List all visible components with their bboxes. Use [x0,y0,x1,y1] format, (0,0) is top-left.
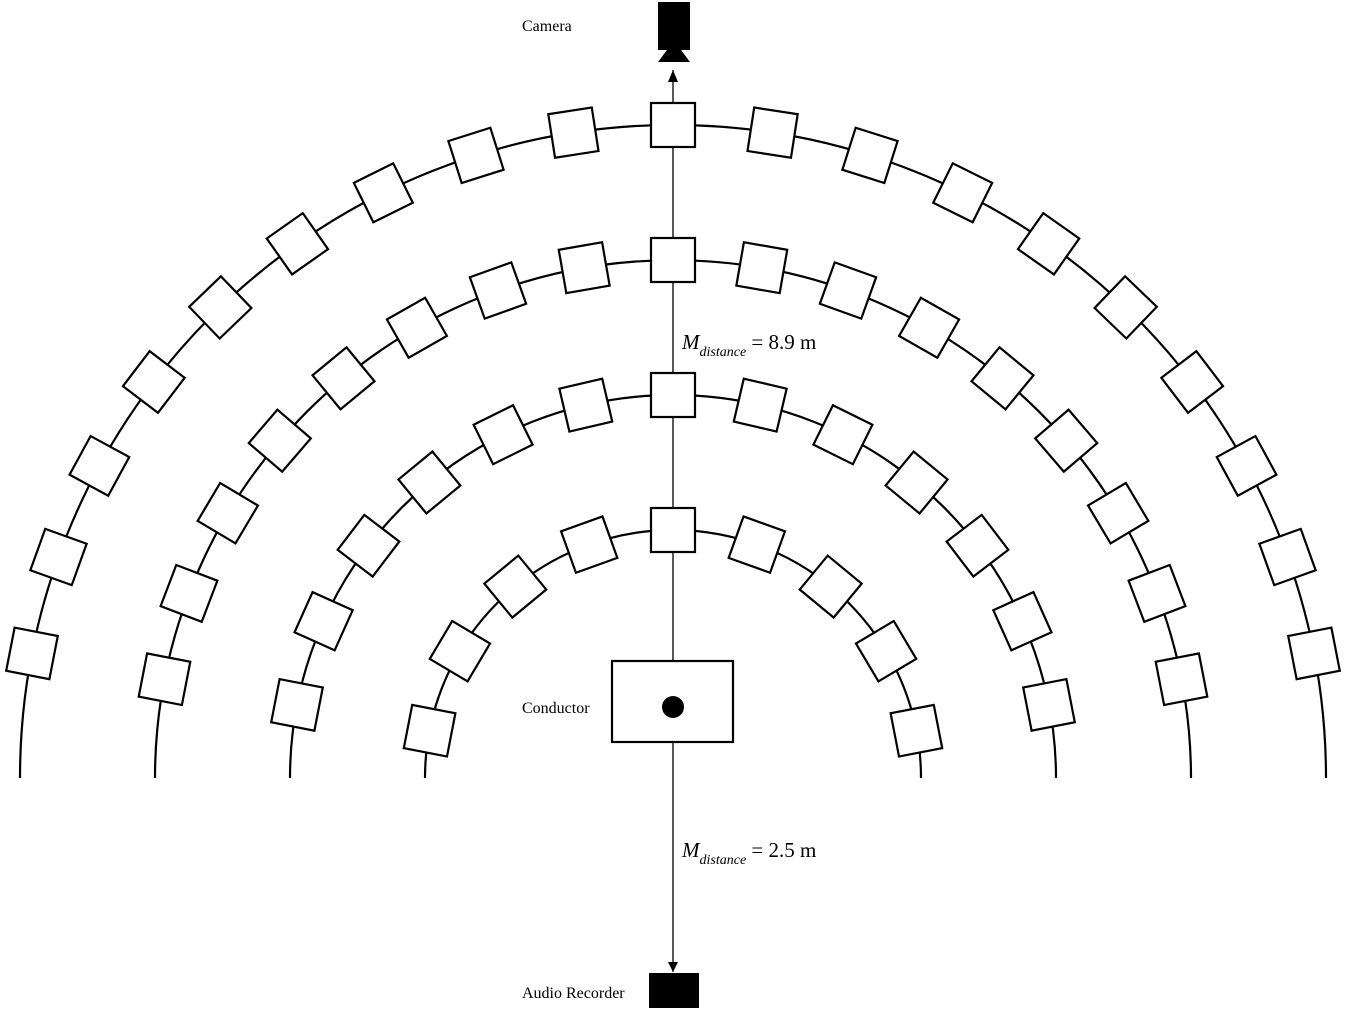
seat-row-2-11 [336,513,401,579]
seat-row-2-5 [811,403,874,466]
measurement-top-subscript: distance [700,345,747,360]
seat-row-2-13 [269,677,325,732]
seat-row-4-1 [1286,626,1342,681]
seat-row-3-17 [137,652,192,707]
seat-row-3-13 [310,345,377,411]
seat-row-1-2 [854,619,918,683]
conductor-marker-icon [662,696,684,718]
seat-row-2-6 [732,377,788,433]
seat-row-3-15 [196,481,260,545]
seat-row-3-7 [818,260,878,321]
measurement-bottom-label: Mdistance = 2.5 m [681,838,816,868]
seat-row-3-8 [735,240,789,295]
measurement-bottom-symbol: M [681,838,701,862]
seat-row-4-4 [1159,349,1225,415]
arrowhead-bottom [668,962,678,972]
seat-row-2-12 [293,590,355,652]
seat-row-2-4 [884,449,950,516]
seat-row-2-8 [558,377,614,433]
seat-row-2-7 [649,371,697,419]
measurement-top-symbol: M [681,330,701,354]
seat-row-4-14 [265,211,330,276]
seat-row-1-1 [889,703,944,758]
seat-row-3-14 [247,408,313,474]
seat-row-4-18 [28,527,89,587]
seat-row-1-4 [727,515,787,575]
measurement-top-label: Mdistance = 8.9 m [681,330,816,360]
seat-row-4-12 [447,126,505,185]
seat-row-2-9 [472,403,535,466]
seat-row-4-17 [68,434,131,498]
seat-row-1-3 [798,554,864,620]
measurement-bottom-value: = 2.5 m [746,838,816,862]
seat-row-3-16 [159,563,219,624]
measurement-bottom-subscript: distance [700,853,747,868]
seat-row-3-2 [1127,563,1187,624]
seat-row-2-10 [396,449,462,516]
seat-row-3-9 [649,236,697,284]
seat-row-4-13 [352,161,415,224]
seat-row-4-15 [187,274,253,341]
seat-row-2-1 [1021,677,1077,732]
audio-recorder-icon [649,973,699,1008]
seat-row-1-8 [428,619,492,683]
seat-row-4-5 [1093,274,1159,341]
camera-icon [658,2,690,62]
measurement-top-value: = 8.9 m [746,330,816,354]
seat-row-3-1 [1154,652,1209,707]
arrowhead-top [668,70,678,82]
seat-row-3-5 [969,345,1036,411]
seat-row-4-8 [841,126,899,185]
seat-row-4-11 [547,106,600,159]
audio-recorder-label: Audio Recorder [522,985,625,1002]
seat-row-3-6 [897,296,961,360]
seat-row-2-2 [991,590,1053,652]
seat-row-4-6 [1016,211,1081,276]
seat-row-1-5 [649,506,697,554]
seat-row-4-9 [746,106,799,159]
seat-row-3-10 [557,240,611,295]
seats [4,101,1342,758]
seat-row-3-11 [468,260,528,321]
seat-row-4-2 [1257,527,1318,587]
seat-row-3-4 [1033,408,1099,474]
seat-row-2-3 [945,513,1010,579]
seat-row-3-12 [385,296,449,360]
seat-row-1-7 [482,554,548,620]
seat-row-4-3 [1215,434,1278,498]
seat-row-4-10 [649,101,697,149]
seat-row-1-6 [559,515,619,575]
seat-row-4-16 [121,349,187,415]
camera-label: Camera [522,18,572,35]
seat-row-4-7 [931,161,994,224]
seat-row-4-19 [4,626,60,681]
seat-row-3-3 [1086,481,1150,545]
seat-row-1-9 [402,703,457,758]
conductor-label: Conductor [522,700,590,717]
